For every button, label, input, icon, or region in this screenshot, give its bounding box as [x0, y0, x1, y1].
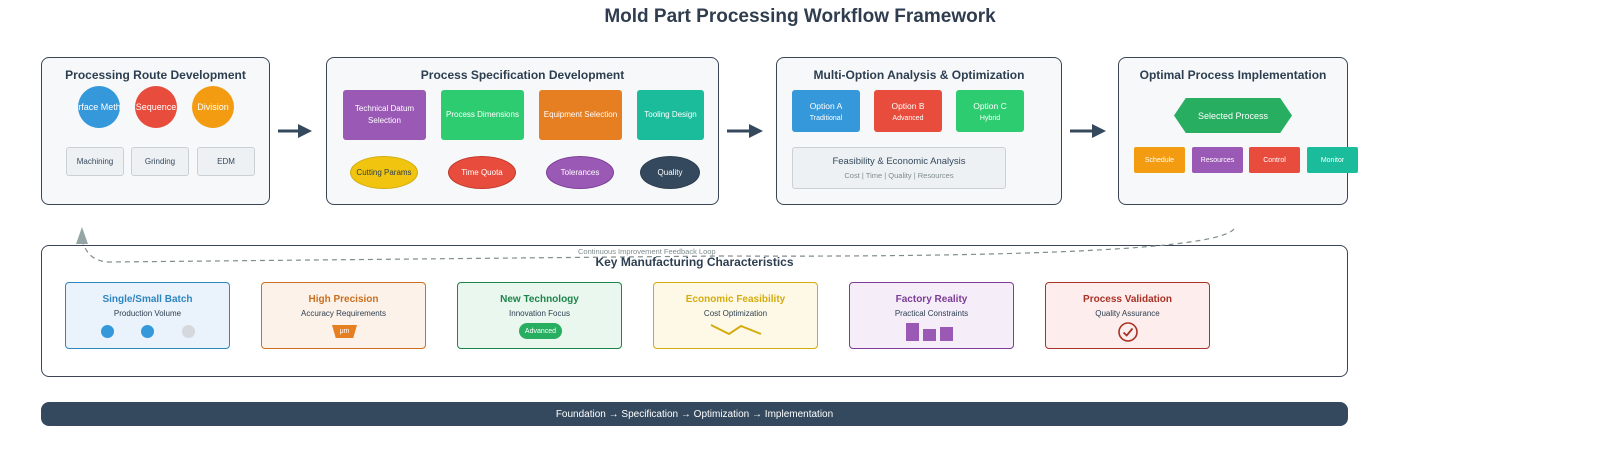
bar-tall: [906, 323, 919, 341]
bar-short: [923, 329, 936, 341]
option-sub: Hybrid: [979, 114, 1001, 122]
card-high-precision: High Precision Accuracy Requirements μm: [261, 282, 426, 349]
check-circle-icon: [1118, 322, 1138, 342]
stage-title: Processing Route Development: [65, 68, 246, 82]
flow-arrow-1: [278, 124, 312, 138]
page-title: Mold Part Processing Workflow Framework: [604, 6, 996, 27]
analysis-title: Feasibility & Economic Analysis: [832, 156, 966, 167]
factory-bars-icon: [906, 323, 958, 341]
option-b-box: Option B Advanced: [874, 90, 942, 132]
stage-title: Optimal Process Implementation: [1139, 68, 1327, 82]
zigzag-trend-icon: [710, 324, 762, 336]
selected-process-hexagon: Selected Process: [1174, 98, 1292, 133]
dot-empty: [182, 325, 195, 338]
process-dimensions-box: Process Dimensions: [441, 90, 524, 140]
stage-processing-route: Processing Route Development Surface Met…: [41, 57, 270, 205]
micrometer-badge-icon: μm: [332, 325, 357, 338]
datum-selection-box: Technical Datum Selection: [343, 90, 426, 140]
advanced-pill-icon: Advanced: [519, 323, 562, 339]
card-subtitle: Cost Optimization: [703, 309, 768, 318]
cutting-params-ellipse: Cutting Params: [350, 156, 418, 189]
option-a-box: Option A Traditional: [792, 90, 860, 132]
card-subtitle: Innovation Focus: [509, 309, 570, 318]
badge-text: Advanced: [524, 327, 557, 335]
task-schedule: Schedule: [1134, 147, 1185, 173]
card-subtitle: Production Volume: [113, 309, 182, 318]
card-subtitle: Quality Assurance: [1095, 309, 1160, 318]
card-subtitle: Practical Constraints: [894, 309, 969, 318]
method-machining: Machining: [66, 147, 124, 176]
card-title: Single/Small Batch: [102, 294, 193, 305]
batch-dots-icon: [66, 325, 229, 339]
option-label: Option C: [973, 100, 1007, 111]
card-subtitle: Accuracy Requirements: [301, 309, 386, 318]
method-edm: EDM: [197, 147, 255, 176]
division-circle: Division: [192, 86, 234, 128]
dot-filled: [141, 325, 154, 338]
bar-mid: [940, 327, 953, 341]
quality-ellipse: Quality: [640, 156, 700, 189]
card-process-validation: Process Validation Quality Assurance: [1045, 282, 1210, 349]
task-monitor: Monitor: [1307, 147, 1358, 173]
method-grinding: Grinding: [131, 147, 189, 176]
card-title: New Technology: [500, 294, 579, 305]
stage-optimal-implementation: Optimal Process Implementation Selected …: [1118, 57, 1358, 205]
card-title: Process Validation: [1083, 294, 1172, 305]
selected-process-label: Selected Process: [1197, 110, 1269, 121]
card-factory-reality: Factory Reality Practical Constraints: [849, 282, 1014, 349]
stage-multi-option-analysis: Multi-Option Analysis & Optimization Opt…: [776, 57, 1062, 205]
tolerances-ellipse: Tolerances: [546, 156, 614, 189]
flow-arrow-2: [727, 124, 763, 138]
time-quota-ellipse: Time Quota: [448, 156, 516, 189]
workflow-footer-bar: Foundation → Specification → Optimizatio…: [41, 402, 1348, 426]
surface-method-circle: Surface Method: [78, 86, 120, 128]
card-economic-feasibility: Economic Feasibility Cost Optimization: [653, 282, 818, 349]
sequence-circle: Sequence: [135, 86, 177, 128]
characteristics-title: Key Manufacturing Characteristics: [595, 255, 794, 269]
task-resources: Resources: [1192, 147, 1243, 173]
feedback-loop-label: Continuous Improvement Feedback Loop: [578, 247, 716, 256]
task-control: Control: [1249, 147, 1300, 173]
feasibility-analysis-box: Feasibility & Economic Analysis Cost | T…: [792, 147, 1006, 189]
stage-title: Multi-Option Analysis & Optimization: [813, 68, 1025, 82]
option-label: Option A: [809, 100, 843, 111]
card-title: High Precision: [308, 294, 379, 305]
option-sub: Traditional: [809, 114, 843, 122]
flow-arrow-3: [1070, 124, 1106, 138]
equipment-selection-box: Equipment Selection: [539, 90, 622, 140]
card-title: Economic Feasibility: [685, 294, 786, 305]
feedback-loop-path: [81, 228, 1235, 263]
badge-text: μm: [339, 328, 350, 335]
stage-process-specification: Process Specification Development Techni…: [326, 57, 719, 205]
dot-filled: [101, 325, 114, 338]
analysis-sub: Cost | Time | Quality | Resources: [844, 171, 954, 180]
stage-title: Process Specification Development: [420, 68, 625, 82]
characteristics-panel: Key Manufacturing Characteristics Single…: [41, 245, 1348, 377]
tooling-design-box: Tooling Design: [637, 90, 704, 140]
option-sub: Advanced: [892, 114, 924, 122]
card-small-batch: Single/Small Batch Production Volume: [65, 282, 230, 349]
option-c-box: Option C Hybrid: [956, 90, 1024, 132]
feedback-arrow-head: [76, 227, 88, 244]
option-label: Option B: [891, 100, 925, 111]
card-title: Factory Reality: [895, 294, 968, 305]
card-new-technology: New Technology Innovation Focus Advanced: [457, 282, 622, 349]
